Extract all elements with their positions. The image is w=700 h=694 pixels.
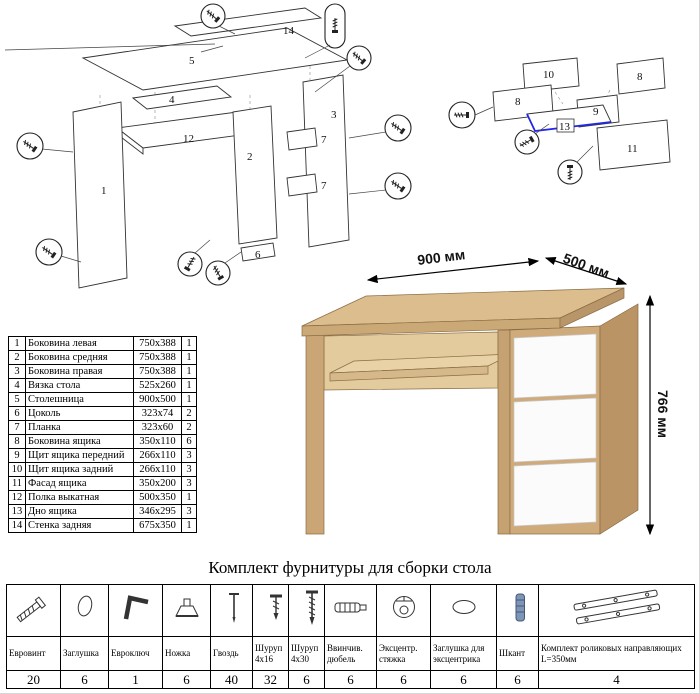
drawer-fascia-11 (596, 119, 671, 171)
part-label: 9 (593, 106, 599, 118)
part-plank-7a (286, 127, 318, 151)
svg-text:766 мм: 766 мм (655, 390, 671, 438)
part-label: 8 (515, 96, 521, 108)
part-label: 14 (283, 25, 295, 37)
dimension-depth: 500 мм (544, 250, 628, 286)
part-plinth-6 (240, 242, 276, 262)
drawer-slides-icon (573, 589, 660, 625)
part-label: 7 (321, 134, 327, 146)
plug-icon (77, 595, 92, 617)
part-rail-4 (131, 85, 233, 110)
desk-render: 900 мм 500 мм 766 мм (301, 248, 671, 536)
fastener-callout (35, 238, 82, 266)
hex-key-icon (123, 595, 148, 620)
part-tabletop-5 (5, 27, 349, 91)
part-middle-side-2 (232, 105, 278, 245)
part-label: 6 (255, 249, 261, 261)
hardware-table: Евровинт Заглушка Евроключ Ножка Гвоздь … (6, 584, 695, 689)
cam-cover-icon (452, 600, 475, 614)
fastener-callout (514, 123, 550, 155)
desk-body (301, 287, 639, 535)
nail-icon (229, 593, 239, 623)
drawer-side-8-right (616, 57, 666, 95)
hardware-qty-row: 20 6 1 6 40 32 6 6 6 6 6 4 (6, 670, 695, 689)
part-label: 10 (543, 69, 555, 81)
groove-highlight (526, 113, 612, 132)
exploded-diagram-desk: 14 5 4 12 2 1 3 7 7 6 (5, 3, 412, 289)
drawer-back-10 (522, 57, 580, 93)
fastener-callout (177, 239, 211, 277)
svg-text:900 мм: 900 мм (416, 248, 466, 268)
part-label: 1 (101, 185, 107, 197)
fastener-callout (314, 45, 372, 93)
fastener-callout (348, 114, 412, 142)
part-label: 4 (169, 94, 175, 106)
part-label: 7 (321, 180, 327, 192)
part-label: 5 (189, 55, 195, 67)
wood-dowel-icon (515, 593, 525, 622)
dimension-width: 900 мм (366, 248, 540, 284)
part-label: 2 (247, 151, 253, 163)
cam-lock-icon (392, 596, 415, 618)
fastener-callout (448, 101, 494, 129)
screw-4x16-icon (270, 594, 282, 620)
hardware-icons-row (6, 584, 695, 637)
fastener-callout (205, 251, 242, 286)
svg-text:13: 13 (559, 121, 571, 133)
leg-icon (174, 598, 199, 617)
fastener-callout (200, 3, 236, 35)
part-tray-12 (115, 111, 265, 155)
part-right-side-3 (302, 74, 350, 248)
part-left-side-1 (72, 101, 128, 289)
dimension-height: 766 мм (645, 294, 671, 536)
fastener-callout (304, 3, 346, 59)
part-label: 8 (637, 71, 643, 83)
boxed-part-label: 13 (556, 118, 575, 133)
screw-4x30-icon (306, 590, 318, 625)
euroscrew-icon (15, 596, 46, 623)
part-plank-7b (286, 173, 318, 197)
fastener-callout (348, 172, 412, 200)
fastener-callout (16, 132, 74, 160)
hardware-names-row: Евровинт Заглушка Евроключ Ножка Гвоздь … (6, 636, 695, 671)
svg-text:500 мм: 500 мм (561, 250, 612, 281)
part-label: 11 (627, 143, 638, 155)
dowel-screw-icon (334, 602, 366, 613)
part-back-wall-14 (173, 7, 323, 37)
part-label: 12 (183, 133, 194, 145)
hardware-kit-title: Комплект фурнитуры для сборки стола (208, 558, 492, 577)
part-label: 3 (331, 109, 337, 121)
fastener-callout (557, 145, 594, 185)
exploded-diagram-drawer: 10 8 8 9 13 11 (448, 57, 671, 185)
